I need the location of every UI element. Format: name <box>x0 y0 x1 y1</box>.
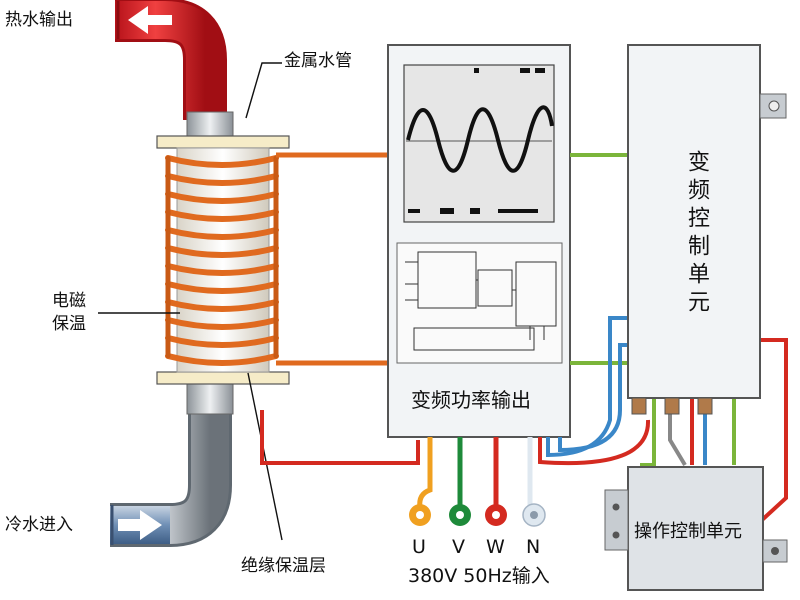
circuit-schematic <box>405 251 557 351</box>
label-hot-water-out: 热水输出 <box>5 10 73 30</box>
mounting-bracket-icon <box>759 93 787 119</box>
label-input-spec: 380V 50Hz输入 <box>408 565 550 587</box>
arrow-left-icon <box>128 6 172 34</box>
terminal-v <box>449 504 471 526</box>
terminal-w <box>485 504 507 526</box>
terminal-label-v: V <box>452 536 465 558</box>
terminal-label-w: W <box>486 536 505 558</box>
sine-wave <box>406 68 554 214</box>
terminal-u <box>409 504 431 526</box>
inverter-control-box <box>627 44 761 399</box>
pointer-lines <box>98 62 283 541</box>
bottom-end-cap <box>156 371 290 385</box>
terminal-label-n: N <box>526 536 541 558</box>
circuit-diagram-panel <box>396 242 563 364</box>
top-end-cap <box>156 135 290 149</box>
label-operation-control: 操作控制单元 <box>634 521 742 542</box>
label-cold-water-in: 冷水进入 <box>5 515 73 535</box>
label-induction-heating: 电磁 保温 <box>52 291 86 334</box>
arrow-right-icon <box>118 510 162 540</box>
label-inverter-control: 变频控制单元 <box>684 150 709 318</box>
side-bracket-icon <box>604 489 788 563</box>
terminal-label-u: U <box>412 536 426 558</box>
operation-control-box <box>627 466 764 591</box>
label-insulation-layer: 绝缘保温层 <box>241 556 326 576</box>
induction-coil <box>165 155 279 366</box>
label-power-output: 变频功率输出 <box>411 388 531 412</box>
connector-glands <box>631 397 713 415</box>
output-wires <box>417 437 533 509</box>
terminal-n <box>522 503 546 527</box>
label-metal-pipe: 金属水管 <box>284 51 352 71</box>
oscilloscope-screen <box>403 64 555 223</box>
red-feed-wire <box>260 410 420 465</box>
bottom-steel-collar <box>186 381 234 415</box>
coil-leads <box>276 152 388 366</box>
